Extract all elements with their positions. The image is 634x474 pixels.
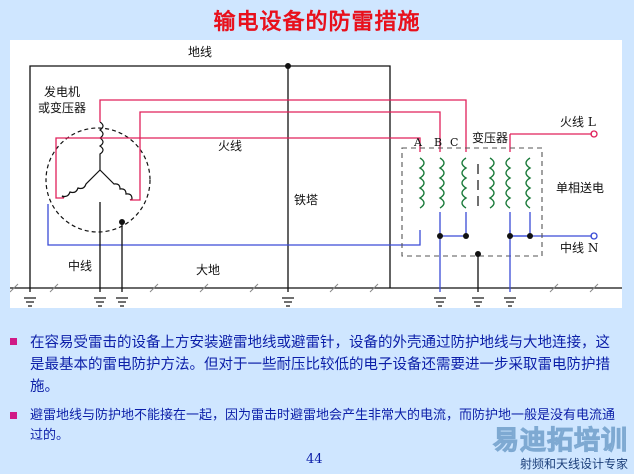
generator-ground (99, 202, 123, 292)
bullet-list: 在容易受雷击的设备上方安装避雷地线或避雷针，设备的外壳通过防护地线与大地连接，这… (8, 332, 624, 454)
label-phase-b: B (434, 136, 442, 149)
earth-hatching (9, 283, 599, 293)
bullet-marker (10, 412, 17, 419)
label-earth: 大地 (196, 263, 220, 277)
bullet-text: 在容易受雷击的设备上方安装避雷地线或避雷针，设备的外壳通过防护地线与大地连接，这… (30, 335, 610, 395)
label-generator-2: 或变压器 (38, 100, 86, 115)
label-generator-1: 发电机 (44, 84, 80, 99)
slide-title: 输电设备的防雷措施 (213, 9, 421, 35)
label-phase-c: C (450, 136, 458, 149)
label-ground-wire: 地线 (188, 45, 212, 59)
node-e (475, 251, 481, 257)
live-terminal (590, 130, 598, 138)
bullet-item: 避雷地线与防护地不能接在一起，因为雷击时避雷地会产生非常大的电流，而防护地一般是… (8, 406, 624, 446)
node-a (437, 233, 443, 239)
phase-wires (55, 99, 592, 201)
label-single-phase: 单相送电 (556, 180, 604, 195)
earth-symbols (24, 297, 516, 307)
gen-node (119, 219, 125, 225)
label-phase-a: A (413, 136, 423, 149)
bullet-text: 避雷地线与防护地不能接在一起，因为雷击时避雷地会产生非常大的电流，而防护地一般是… (30, 408, 616, 443)
label-live-wire: 火线 (218, 139, 242, 153)
node-d (527, 233, 533, 239)
page-number: 44 (306, 452, 323, 467)
transformer-coils (418, 157, 532, 209)
bullet-item: 在容易受雷击的设备上方安装避雷地线或避雷针，设备的外壳通过防护地线与大地连接，这… (8, 332, 624, 398)
node-b (463, 233, 469, 239)
label-neutral: 中线 (68, 258, 92, 273)
watermark-tagline: 射频和天线设计专家 (492, 455, 628, 472)
label-neutral-out: 中线 N (560, 240, 598, 255)
ground-wire (10, 65, 622, 292)
ground-wire-node (285, 63, 291, 69)
neutral-terminal (590, 232, 598, 240)
label-transformer: 变压器 (472, 130, 508, 145)
transformer-blue-links (439, 212, 531, 292)
label-live-out: 火线 L (560, 115, 596, 129)
neutral-wire (47, 204, 421, 246)
bullet-marker (10, 338, 17, 345)
circuit-diagram-svg: 地线 发电机 或变压器 火线 铁塔 中线 大地 A B C 变压器 火线 L 单… (9, 45, 622, 307)
transformer-box (401, 147, 543, 257)
node-c (507, 233, 513, 239)
label-tower: 铁塔 (294, 193, 318, 207)
watermark: 易迪拓培训 射频和天线设计专家 (492, 420, 628, 472)
watermark-logo-text: 易迪拓培训 (492, 426, 628, 457)
lightning-protection-diagram: 地线 发电机 或变压器 火线 铁塔 中线 大地 A B C 变压器 火线 L 单… (9, 40, 622, 308)
output-neutral (509, 230, 592, 237)
generator-circle (45, 127, 151, 233)
